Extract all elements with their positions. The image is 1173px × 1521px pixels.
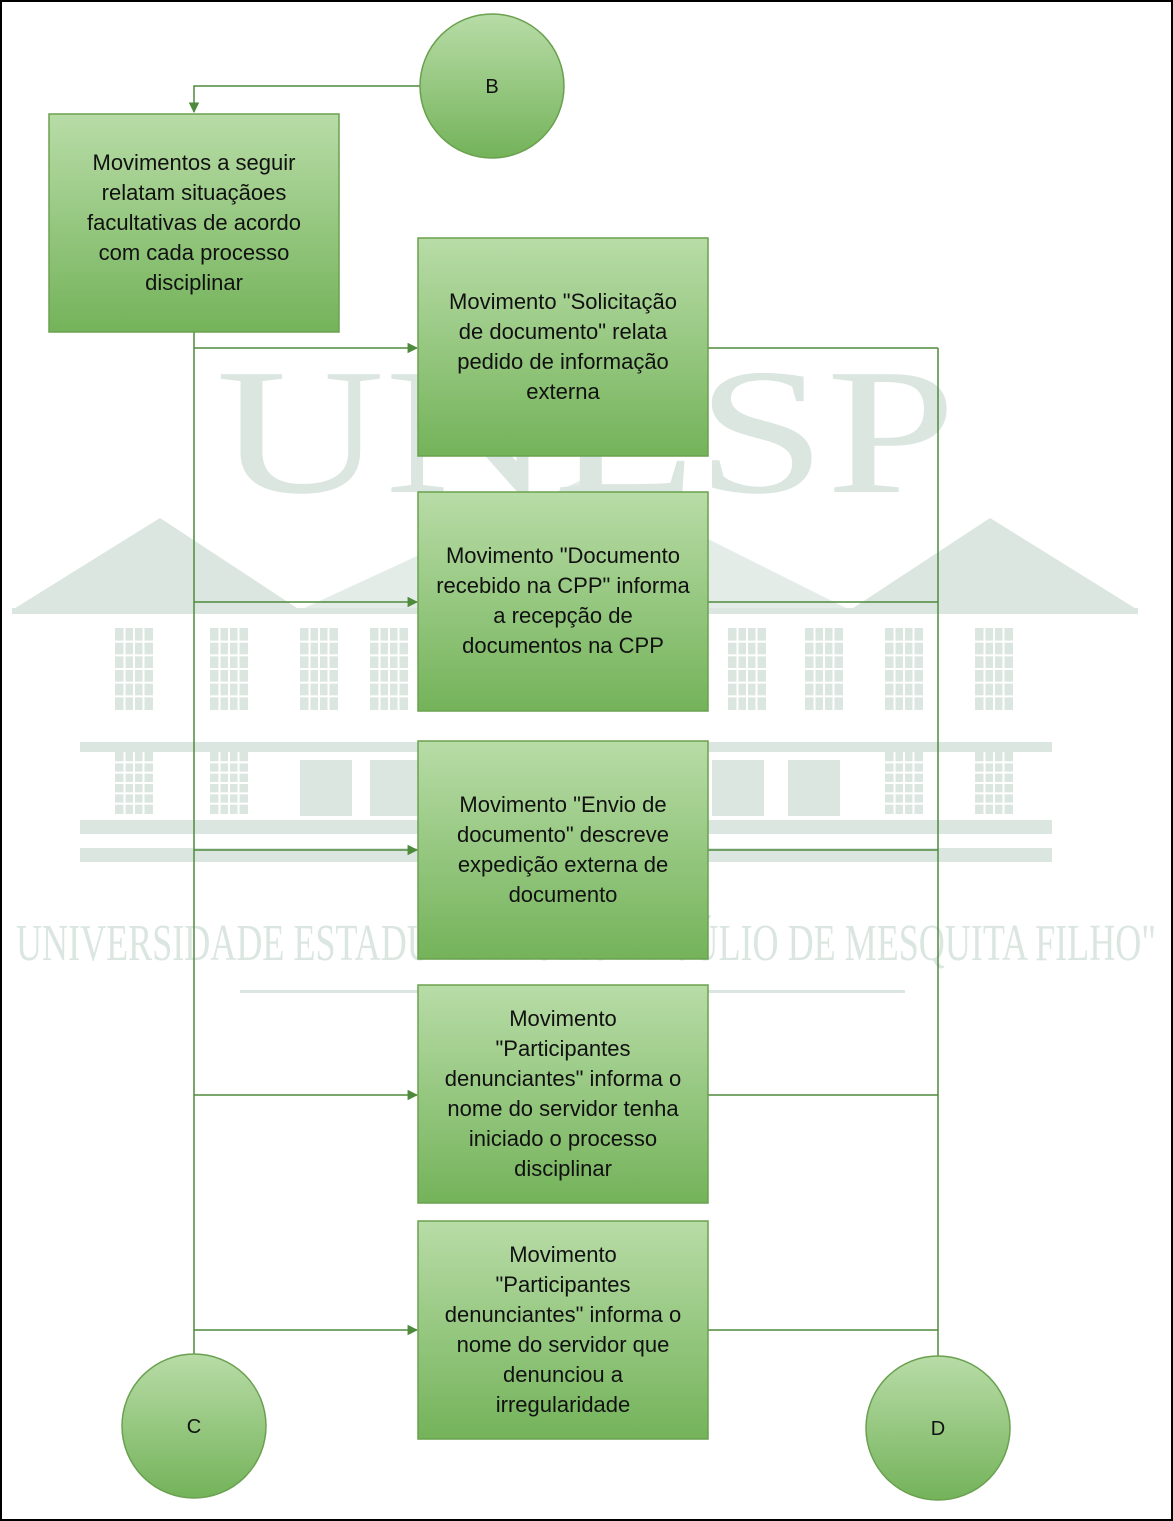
intro-box-text-line-2: relatam situaçãoes <box>102 180 287 205</box>
step-box-5-text-line-5: denunciou a <box>503 1362 624 1387</box>
step-box-3-text-line-1: Movimento "Envio de <box>459 792 666 817</box>
step-box-1: Movimento "Solicitação de documento" rela… <box>417 237 709 457</box>
step-box-1-rect <box>417 237 709 457</box>
intro-box-text-line-5: disciplinar <box>145 270 243 295</box>
watermark-window <box>975 752 1013 814</box>
step-box-4-rect <box>417 984 709 1204</box>
step-box-1-text-line-4: externa <box>526 379 600 404</box>
watermark-window <box>210 752 248 814</box>
watermark-window <box>370 628 408 710</box>
connector-d: D <box>865 1355 1011 1501</box>
step-box-4: Movimento "Participantes denunciantes" inf… <box>417 984 709 1204</box>
connector-d-circle <box>865 1355 1011 1501</box>
watermark-window <box>300 628 338 710</box>
step-box-2-text-line-4: documentos na CPP <box>462 633 664 658</box>
connector-c: C <box>121 1353 267 1499</box>
watermark-window-solid <box>370 760 422 816</box>
watermark-window-solid <box>712 760 764 816</box>
step-box-4-text-line-1: Movimento <box>509 1006 617 1031</box>
step-box-4-text-line-5: iniciado o processo <box>469 1126 657 1151</box>
connector-c-circle <box>121 1353 267 1499</box>
step-box-3-rect <box>417 740 709 960</box>
step-box-2-text-line-1: Movimento "Documento <box>446 543 680 568</box>
step-box-5-rect <box>417 1220 709 1440</box>
step-box-1-text-line-2: de documento" relata <box>459 319 668 344</box>
watermark-window <box>115 752 153 814</box>
step-box-3-text-line-2: documento" descreve <box>457 822 669 847</box>
step-box-2: Movimento "Documento recebido na CPP" inf… <box>417 491 709 712</box>
intro-box-text-line-1: Movimentos a seguir <box>93 150 296 175</box>
step-box-5-text-line-6: irregularidade <box>496 1392 631 1417</box>
step-box-3-text-line-3: expedição externa de <box>458 852 668 877</box>
step-box-4-text-line-2: "Participantes <box>496 1036 631 1061</box>
step-box-4-text-line-4: nome do servidor tenha <box>447 1096 679 1121</box>
step-box-5-text-line-3: denunciantes" informa o <box>445 1302 682 1327</box>
watermark-window-solid <box>788 760 840 816</box>
step-box-2-text-line-3: a recepção de <box>493 603 632 628</box>
watermark-window <box>885 628 923 710</box>
intro-box: Movimentos a seguir relatam situaçãoes fac… <box>48 113 340 333</box>
step-box-2-text-line-2: recebido na CPP" informa <box>436 573 690 598</box>
intro-box-text-line-4: com cada processo <box>99 240 290 265</box>
flow-lines <box>188 85 944 1395</box>
watermark-window-solid <box>300 760 352 816</box>
watermark-window <box>885 752 923 814</box>
step-box-4-text-line-3: denunciantes" informa o <box>445 1066 682 1091</box>
watermark-window <box>975 628 1013 710</box>
step-box-5: Movimento "Participantes denunciantes" inf… <box>417 1220 709 1440</box>
step-box-2-rect <box>417 491 709 712</box>
connector-c-label: C <box>187 1416 201 1438</box>
step-box-3-text-line-4: documento <box>509 882 618 907</box>
watermark-window <box>728 628 766 710</box>
step-box-3: Movimento "Envio de documento" descreve ex… <box>417 740 709 960</box>
watermark-window <box>210 628 248 710</box>
step-box-5-text-line-2: "Participantes <box>496 1272 631 1297</box>
intro-box-text-line-3: facultativas de acordo <box>87 210 301 235</box>
step-boxes: Movimento "Solicitação de documento" rela… <box>417 237 709 1440</box>
intro-box-rect <box>48 113 340 333</box>
connector-b-label: B <box>485 76 498 98</box>
watermark-roof-right <box>850 518 1138 610</box>
connector-b-circle <box>419 13 565 159</box>
step-box-5-text-line-1: Movimento <box>509 1242 617 1267</box>
watermark-roof-left <box>12 518 300 610</box>
connector-d-label: D <box>931 1418 945 1440</box>
step-box-1-text-line-1: Movimento "Solicitação <box>449 289 677 314</box>
watermark-window <box>115 628 153 710</box>
connector-b: B <box>419 13 565 159</box>
step-box-1-text-line-3: pedido de informação <box>457 349 669 374</box>
step-box-5-text-line-4: nome do servidor que <box>457 1332 670 1357</box>
watermark-windows <box>115 628 1013 816</box>
watermark-window <box>805 628 843 710</box>
line-b-to-intro <box>188 85 421 114</box>
step-box-4-text-line-6: disciplinar <box>514 1156 612 1181</box>
